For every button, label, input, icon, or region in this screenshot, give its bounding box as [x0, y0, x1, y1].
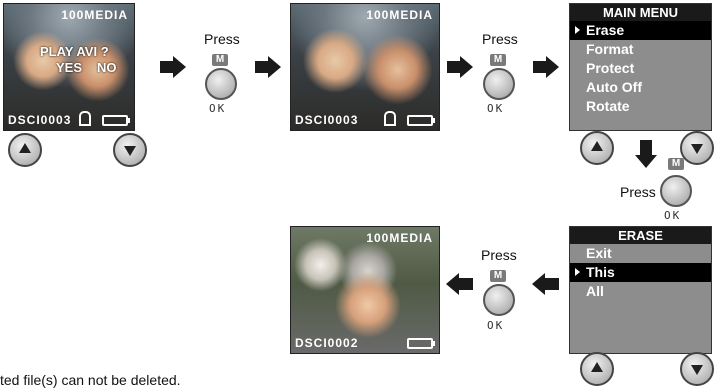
- lock-icon: [384, 111, 396, 126]
- screen-result-photo: 100MEDIA DSCI0002: [290, 226, 440, 354]
- ok-button-icon[interactable]: [483, 284, 515, 316]
- up-button-icon: [591, 362, 603, 372]
- arrow-right-icon: [460, 56, 473, 78]
- arrow-right-icon: [268, 56, 281, 78]
- down-button-icon: [691, 144, 703, 154]
- arrow-down-icon: [635, 155, 657, 168]
- arrow-right-icon: [546, 56, 559, 78]
- arrow-left-icon: [532, 273, 545, 295]
- battery-icon: [407, 115, 435, 126]
- press-label: Press: [481, 247, 517, 263]
- filename-label: DSCI0003: [8, 113, 72, 127]
- arrow-down-icon: [640, 140, 652, 156]
- m-key-icon: M: [490, 270, 506, 282]
- main-menu: MAIN MENU Erase Format Protect Auto Off …: [569, 3, 712, 131]
- menu-item-exit[interactable]: Exit: [586, 245, 612, 261]
- up-button-icon: [19, 143, 31, 153]
- down-button[interactable]: [113, 133, 147, 167]
- arrow-right-icon: [533, 61, 547, 73]
- battery-icon: [102, 115, 130, 126]
- caret-icon: [575, 26, 580, 34]
- arrow-right-icon: [255, 61, 269, 73]
- arrow-left-icon: [446, 273, 459, 295]
- screen-play-avi: 100MEDIA PLAY AVI ? YES NO DSCI0003: [3, 3, 135, 131]
- screen-photo: 100MEDIA DSCI0003: [290, 3, 440, 131]
- arrow-right-icon: [173, 56, 186, 78]
- battery-icon: [407, 338, 435, 349]
- menu-item-format[interactable]: Format: [586, 41, 634, 57]
- menu-item-protect[interactable]: Protect: [586, 60, 635, 76]
- footer-note: ted file(s) can not be deleted.: [0, 372, 181, 388]
- up-button-icon: [591, 141, 603, 151]
- menu-item-all[interactable]: All: [586, 283, 604, 299]
- ok-label: OK: [664, 209, 682, 222]
- folder-label: 100MEDIA: [366, 8, 433, 22]
- ok-button-icon[interactable]: [660, 175, 692, 207]
- arrow-left-icon: [545, 278, 559, 290]
- arrow-left-icon: [459, 278, 473, 290]
- up-button[interactable]: [8, 133, 42, 167]
- menu-item-rotate[interactable]: Rotate: [586, 98, 630, 114]
- ok-label: OK: [487, 102, 505, 115]
- arrow-right-icon: [447, 61, 461, 73]
- menu-item-auto-off[interactable]: Auto Off: [586, 79, 642, 95]
- folder-label: 100MEDIA: [61, 8, 128, 22]
- down-button[interactable]: [680, 131, 714, 165]
- up-button[interactable]: [580, 131, 614, 165]
- filename-label: DSCI0003: [295, 113, 359, 127]
- menu-item-erase[interactable]: Erase: [570, 21, 711, 40]
- m-key-icon: M: [490, 54, 506, 66]
- erase-menu-title: ERASE: [570, 227, 711, 244]
- press-label: Press: [620, 184, 656, 200]
- main-menu-title: MAIN MENU: [570, 4, 711, 21]
- press-label: Press: [204, 31, 240, 47]
- m-key-icon: M: [668, 158, 684, 170]
- up-button[interactable]: [580, 352, 614, 386]
- down-button-icon: [691, 365, 703, 375]
- ok-button-icon[interactable]: [483, 68, 515, 100]
- play-avi-prompt: PLAY AVI ?: [40, 44, 109, 59]
- yes-option[interactable]: YES: [56, 60, 83, 75]
- ok-label: OK: [209, 102, 227, 115]
- ok-label: OK: [487, 319, 505, 332]
- press-label: Press: [482, 31, 518, 47]
- menu-item-this[interactable]: This: [570, 263, 711, 282]
- filename-label: DSCI0002: [295, 336, 359, 350]
- down-button[interactable]: [680, 352, 714, 386]
- ok-button-icon[interactable]: [205, 68, 237, 100]
- no-option[interactable]: NO: [97, 60, 117, 75]
- m-key-icon: M: [212, 54, 228, 66]
- caret-icon: [575, 268, 580, 276]
- folder-label: 100MEDIA: [366, 231, 433, 245]
- erase-menu: ERASE Exit This All: [569, 226, 712, 354]
- down-button-icon: [124, 146, 136, 156]
- arrow-right-icon: [160, 61, 174, 73]
- lock-icon: [79, 111, 91, 126]
